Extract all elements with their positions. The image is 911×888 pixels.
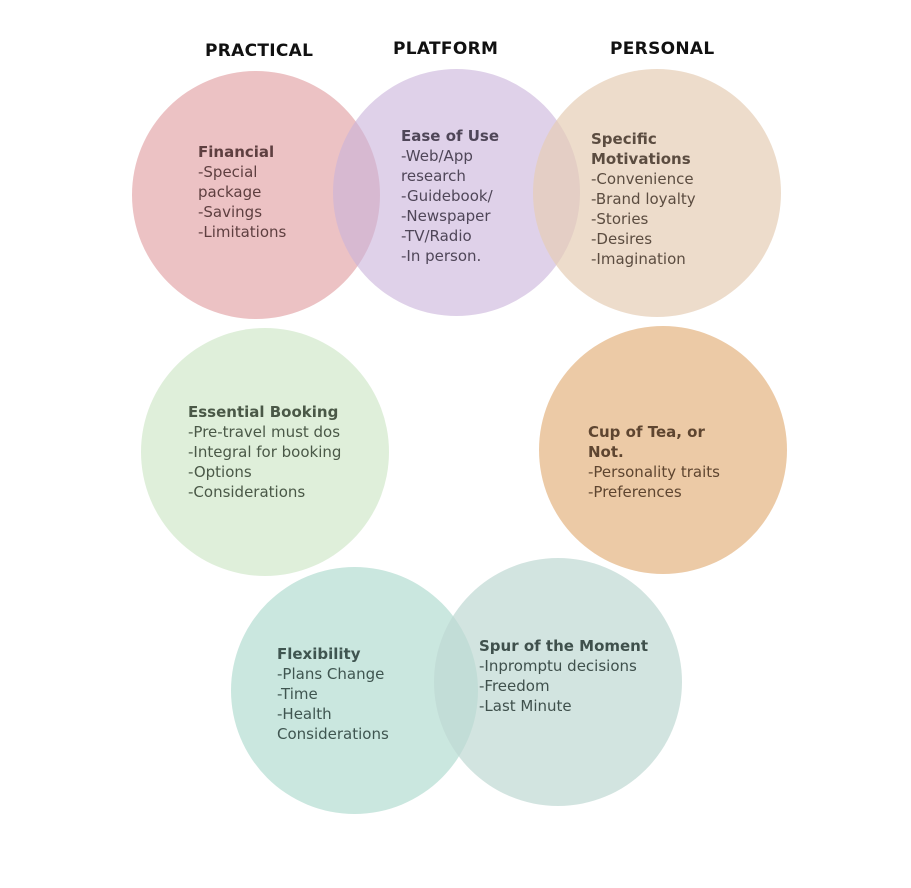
label-spur-of-the-moment: Spur of the Moment -Inpromptu decisions … xyxy=(479,636,648,716)
essential-booking-item: -Options xyxy=(188,463,252,481)
spur-of-the-moment-title: Spur of the Moment xyxy=(479,637,649,655)
flexibility-item: -Health xyxy=(277,705,332,723)
label-essential-booking: Essential Booking -Pre-travel must dos -… xyxy=(188,402,341,502)
specific-motivations-item: -Desires xyxy=(591,230,653,248)
essential-booking-item: -Integral for booking xyxy=(188,443,342,461)
specific-motivations-item: -Brand loyalty xyxy=(591,190,696,208)
ease-of-use-item: -Newspaper xyxy=(401,207,491,225)
header-personal: PERSONAL xyxy=(610,39,715,59)
circle-essential-booking xyxy=(141,328,389,576)
spur-of-the-moment-item: -Inpromptu decisions xyxy=(479,657,637,675)
spur-of-the-moment-item: -Freedom xyxy=(479,677,550,695)
ease-of-use-item: -In person. xyxy=(401,247,482,265)
financial-item: package xyxy=(198,183,262,201)
flexibility-title: Flexibility xyxy=(277,645,361,663)
flexibility-item: -Plans Change xyxy=(277,665,385,683)
cup-of-tea-item: -Personality traits xyxy=(588,463,720,481)
ease-of-use-item: -Guidebook/ xyxy=(401,187,493,205)
specific-motivations-title: Specific Motivations xyxy=(591,130,691,168)
specific-motivations-item: -Convenience xyxy=(591,170,694,188)
essential-booking-item: -Pre-travel must dos xyxy=(188,423,341,441)
circle-specific-motivations xyxy=(533,69,781,317)
label-ease-of-use: Ease of Use -Web/App research -Guidebook… xyxy=(401,126,499,266)
label-flexibility: Flexibility -Plans Change -Time -Health … xyxy=(277,644,389,744)
label-financial: Financial -Special package -Savings -Lim… xyxy=(198,142,286,242)
flexibility-item: -Time xyxy=(277,685,318,703)
ease-of-use-title: Ease of Use xyxy=(401,127,500,145)
ease-of-use-item: -TV/Radio xyxy=(401,227,472,245)
spur-of-the-moment-item: -Last Minute xyxy=(479,697,572,715)
header-practical: PRACTICAL xyxy=(205,41,314,61)
specific-motivations-item: -Imagination xyxy=(591,250,686,268)
header-platform: PLATFORM xyxy=(393,39,499,59)
specific-motivations-item: -Stories xyxy=(591,210,649,228)
ease-of-use-item: research xyxy=(401,167,466,185)
financial-item: -Limitations xyxy=(198,223,287,241)
flexibility-item: Considerations xyxy=(277,725,389,743)
label-specific-motivations: Specific Motivations -Convenience -Brand… xyxy=(591,129,701,269)
cup-of-tea-title: Cup of Tea, or Not. xyxy=(588,423,705,461)
cup-of-tea-item: -Preferences xyxy=(588,483,682,501)
financial-item: -Savings xyxy=(198,203,263,221)
ease-of-use-item: -Web/App xyxy=(401,147,473,165)
financial-title: Financial xyxy=(198,143,275,161)
financial-item: -Special xyxy=(198,163,258,181)
essential-booking-item: -Considerations xyxy=(188,483,306,501)
circle-spur-of-the-moment xyxy=(434,558,682,806)
label-cup-of-tea: Cup of Tea, or Not. -Personality traits … xyxy=(588,422,720,502)
essential-booking-title: Essential Booking xyxy=(188,403,339,421)
circle-cup-of-tea xyxy=(539,326,787,574)
